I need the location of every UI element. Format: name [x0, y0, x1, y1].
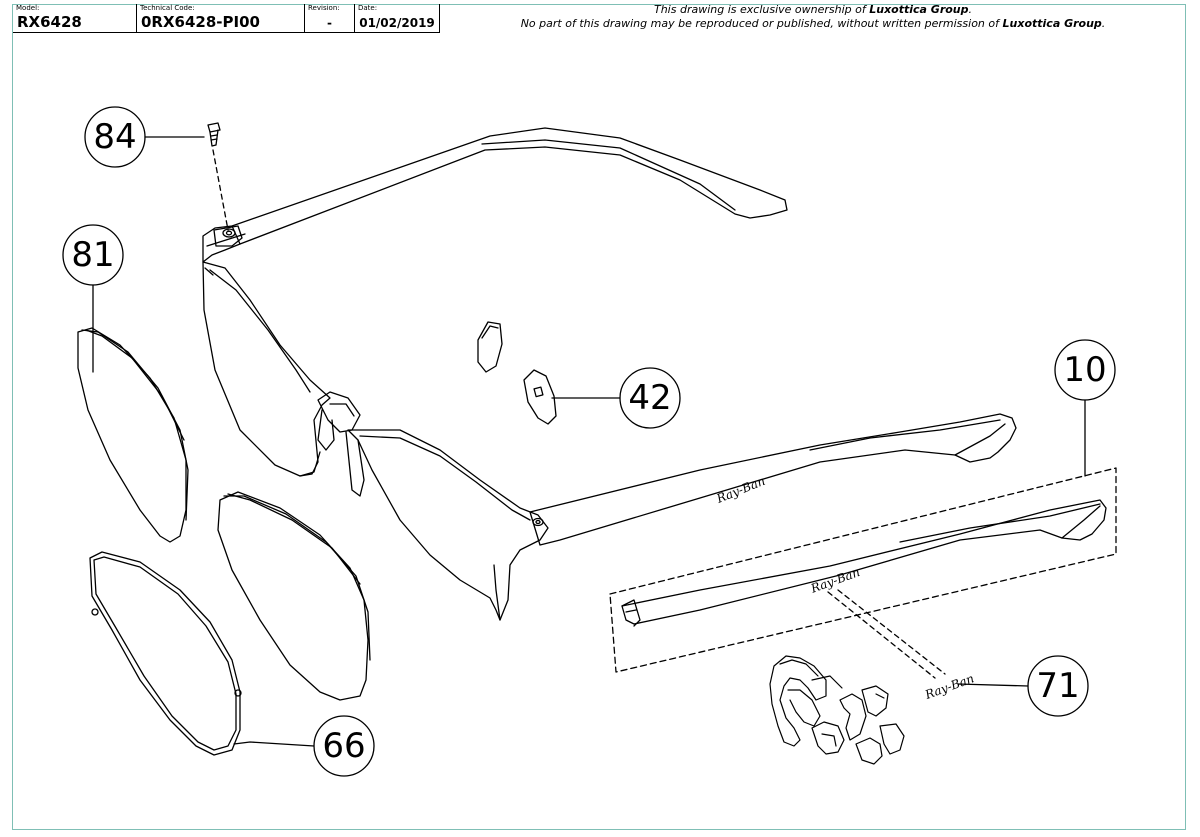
logo-insert-text: Ray-Ban: [922, 671, 976, 702]
revision-label: Revision:: [308, 4, 340, 12]
near-temple: [529, 413, 1017, 546]
right-rim: [347, 429, 549, 621]
notice-line1-text: This drawing is exclusive ownership of: [653, 3, 866, 16]
date-value: 01/02/2019: [359, 16, 435, 30]
temple-logo: Ray-Ban: [714, 474, 767, 506]
sheet-border: [12, 4, 1186, 830]
title-block: Model: RX6428 Technical Code: 0RX6428-PI…: [13, 4, 440, 33]
notice-line1-end: .: [968, 3, 973, 16]
hinge: [213, 225, 243, 247]
spare-temple-logo: Ray-Ban: [808, 565, 862, 596]
model-cell: Model: RX6428: [13, 4, 137, 33]
demo-lens-left: [77, 327, 189, 543]
notice-line2-text: No part of this drawing may be reproduce…: [520, 17, 1000, 30]
callout-42-number: 42: [628, 378, 671, 418]
callout-10: 10: [1054, 339, 1116, 477]
date-label: Date:: [358, 4, 378, 12]
callout-42: 42: [551, 367, 681, 429]
left-rim: [202, 261, 331, 477]
notice-line-2: No part of this drawing may be reproduce…: [440, 17, 1186, 31]
callout-71: 71: [957, 655, 1089, 717]
date-cell: Date: 01/02/2019: [355, 4, 440, 33]
model-value: RX6428: [17, 13, 82, 31]
notice-line-1: This drawing is exclusive ownership of L…: [440, 3, 1186, 17]
callout-81: 81: [62, 224, 124, 373]
notice-line1-company: Luxottica Group: [869, 3, 969, 16]
spare-temple: [621, 499, 1107, 627]
demo-lens-right: [217, 491, 371, 701]
callout-66: 66: [233, 715, 375, 777]
frame-top-bar: [202, 127, 788, 263]
callout-10-number: 10: [1063, 350, 1106, 390]
spare-temple-envelope: [609, 467, 1117, 673]
technical-code-cell: Technical Code: 0RX6428-PI00: [137, 4, 305, 33]
callout-84-number: 84: [93, 117, 136, 157]
revision-cell: Revision: -: [305, 4, 355, 33]
lens-66: [89, 551, 242, 756]
nose-pad-back: [477, 321, 503, 373]
callout-81-number: 81: [71, 235, 114, 275]
callout-84: 84: [84, 106, 205, 168]
technical-code-label: Technical Code:: [140, 4, 195, 12]
logo-3d-detail: [769, 655, 905, 765]
logo-insert-71: [827, 589, 946, 679]
technical-code-value: 0RX6428-PI00: [141, 13, 260, 31]
callout-71-number: 71: [1036, 666, 1079, 706]
callout-66-number: 66: [322, 726, 365, 766]
bridge: [317, 391, 365, 497]
notice-line2-end: .: [1101, 17, 1106, 30]
notice-line2-company: Luxottica Group: [1002, 17, 1102, 30]
ownership-notice: This drawing is exclusive ownership of L…: [440, 3, 1186, 31]
model-label: Model:: [16, 4, 40, 12]
revision-value: -: [327, 16, 332, 30]
nose-pad-front: [523, 369, 557, 425]
screw-84: [207, 122, 229, 231]
